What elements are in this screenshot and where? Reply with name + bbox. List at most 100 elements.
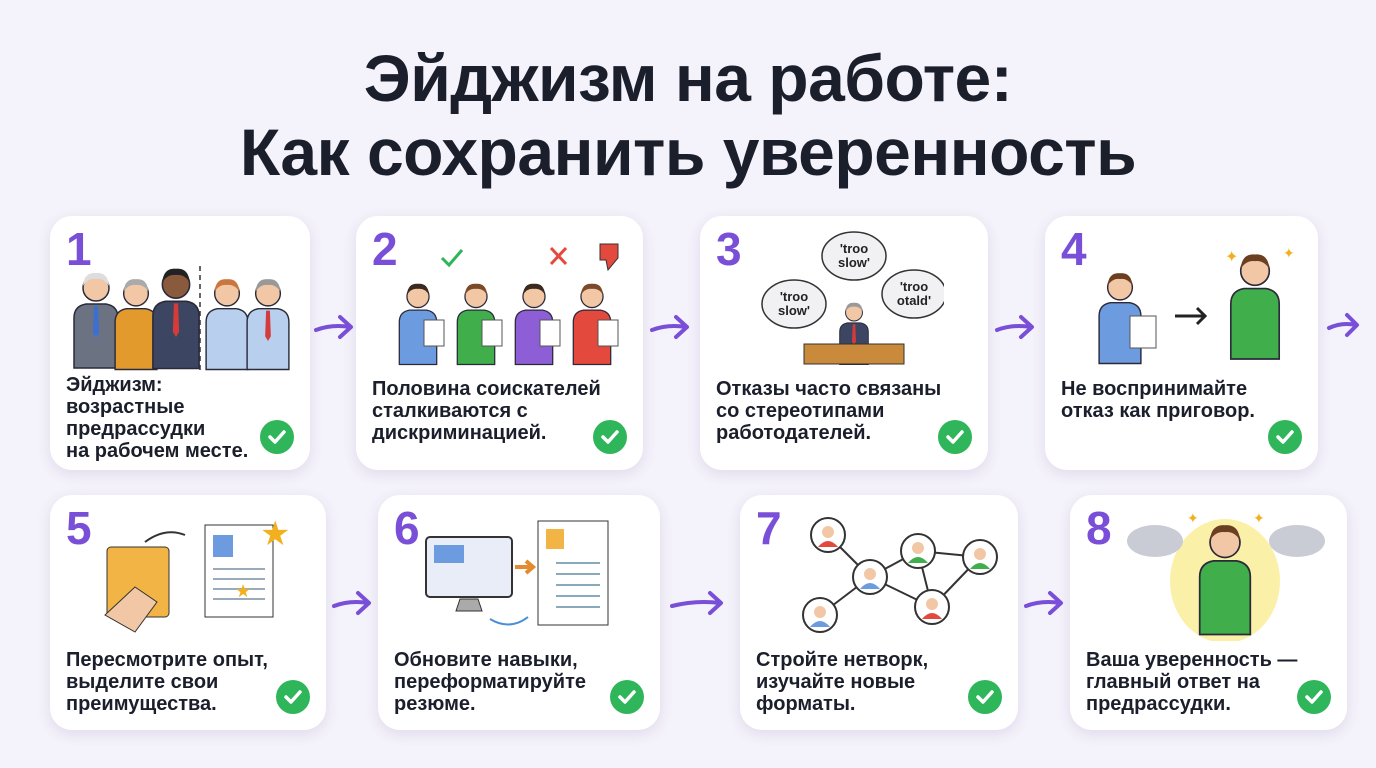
person-figure bbox=[114, 279, 158, 371]
tie bbox=[172, 303, 180, 337]
resume-paper bbox=[539, 319, 561, 347]
node-head bbox=[912, 542, 924, 554]
card-2: 2 Половина соискателей сталкиваются с ди… bbox=[356, 216, 643, 470]
person-hair bbox=[580, 283, 604, 295]
person-hair bbox=[255, 279, 281, 292]
screen-block bbox=[434, 545, 464, 563]
person-hair bbox=[123, 279, 149, 292]
card-number: 8 bbox=[1086, 502, 1112, 554]
arrow-right-icon bbox=[995, 315, 1034, 339]
monitor-stand bbox=[455, 598, 483, 612]
person-body bbox=[205, 307, 249, 371]
arrow-icon bbox=[144, 531, 186, 543]
person-figure bbox=[246, 279, 290, 371]
person-figure bbox=[73, 272, 119, 369]
person-hair bbox=[1210, 525, 1240, 541]
person-body bbox=[114, 307, 158, 371]
thought-bubble bbox=[761, 279, 827, 329]
card-text: Обновите навыки, переформатируйте резюме… bbox=[394, 649, 586, 715]
node-body bbox=[818, 541, 838, 547]
person-figure bbox=[1198, 525, 1252, 636]
arrow-right-icon bbox=[670, 591, 723, 615]
thought-line: 'troo bbox=[900, 279, 928, 294]
resume-paper bbox=[481, 319, 503, 347]
person-hair bbox=[406, 283, 430, 295]
node-body bbox=[908, 557, 928, 563]
check-icon bbox=[968, 680, 1002, 714]
node-body bbox=[810, 621, 830, 627]
node-body bbox=[922, 613, 942, 619]
update-resume-illustration bbox=[425, 520, 609, 626]
card-1: 1 Эйджизм: возрастные предрассудки на ра… bbox=[50, 216, 310, 470]
card-number: 6 bbox=[394, 502, 420, 554]
card-text: Пересмотрите опыт, выделите свои преимущ… bbox=[66, 649, 268, 715]
person-hair bbox=[214, 279, 240, 292]
person-figure bbox=[1229, 254, 1281, 360]
person-hair bbox=[1240, 254, 1270, 269]
person-body bbox=[1229, 287, 1281, 360]
person-hair bbox=[83, 272, 109, 286]
title-line-2: Как сохранить уверенность bbox=[239, 115, 1137, 189]
card-text: Отказы часто связаны со стереотипами раб… bbox=[716, 378, 942, 444]
card-number: 1 bbox=[66, 223, 92, 275]
tie bbox=[93, 306, 99, 338]
card-6: 6 Обновите навыки, переформатируйте резю… bbox=[378, 495, 660, 730]
sparkle-icon: ✦ bbox=[1225, 249, 1238, 266]
thought-line: slow' bbox=[838, 255, 870, 270]
person-hair bbox=[522, 283, 546, 295]
arrow-icon bbox=[515, 559, 537, 575]
network-illustration bbox=[802, 517, 998, 633]
check-icon bbox=[260, 420, 294, 454]
card-text: Эйджизм: возрастные предрассудки на рабо… bbox=[66, 374, 249, 462]
thought-line: otald' bbox=[897, 293, 931, 308]
check-icon bbox=[593, 420, 627, 454]
arrow-right-icon bbox=[1327, 313, 1359, 337]
check-icon bbox=[1297, 680, 1331, 714]
arrow-right-icon bbox=[650, 315, 689, 339]
refresh-arrow-icon bbox=[489, 616, 529, 626]
person-body bbox=[1198, 560, 1252, 636]
thought-bubble bbox=[821, 231, 887, 281]
node-head bbox=[926, 598, 938, 610]
confident-person-illustration: ✦✦ bbox=[1127, 510, 1325, 641]
title-line-1: Эйджизм на работе: bbox=[363, 41, 1013, 115]
person-hair bbox=[1107, 273, 1133, 286]
card-text: Половина соискателей сталкиваются с диск… bbox=[372, 378, 601, 444]
node-head bbox=[814, 606, 826, 618]
thought-line: 'troo bbox=[780, 289, 808, 304]
photo bbox=[213, 535, 233, 557]
tie bbox=[265, 310, 271, 341]
sad-to-confident-illustration: ✦✦ bbox=[1098, 245, 1295, 365]
thought-line: slow' bbox=[778, 303, 810, 318]
card-number: 7 bbox=[756, 502, 782, 554]
card-text: Ваша уверенность — главный ответ на пред… bbox=[1086, 649, 1298, 715]
sparkle-icon: ✦ bbox=[1253, 510, 1265, 526]
person-hair bbox=[845, 302, 863, 312]
check-icon bbox=[610, 680, 644, 714]
check-icon bbox=[938, 420, 972, 454]
coworkers-illustration bbox=[73, 266, 290, 371]
star-icon: ★ bbox=[235, 581, 251, 601]
desk bbox=[803, 343, 905, 365]
resume-paper bbox=[423, 319, 445, 347]
sparkle-icon: ✦ bbox=[1283, 245, 1295, 261]
card-number: 4 bbox=[1061, 223, 1087, 275]
arrow-icon bbox=[1175, 306, 1208, 326]
thumbs-down-icon bbox=[599, 243, 619, 272]
node-body bbox=[860, 583, 880, 589]
cross-icon bbox=[549, 246, 568, 266]
cloud-icon bbox=[1127, 525, 1183, 557]
card-text: Стройте нетворк, изучайте новые форматы. bbox=[756, 649, 929, 715]
thought-line: 'troo bbox=[840, 241, 868, 256]
card-number: 3 bbox=[716, 223, 742, 275]
card-4: 4 ✦✦ Не воспринимайте отказ как приговор… bbox=[1045, 216, 1318, 470]
card-number: 2 bbox=[372, 223, 398, 275]
arrow-right-icon bbox=[1024, 591, 1063, 615]
card-text: Не воспринимайте отказ как приговор. bbox=[1061, 378, 1255, 422]
hand bbox=[104, 586, 158, 633]
